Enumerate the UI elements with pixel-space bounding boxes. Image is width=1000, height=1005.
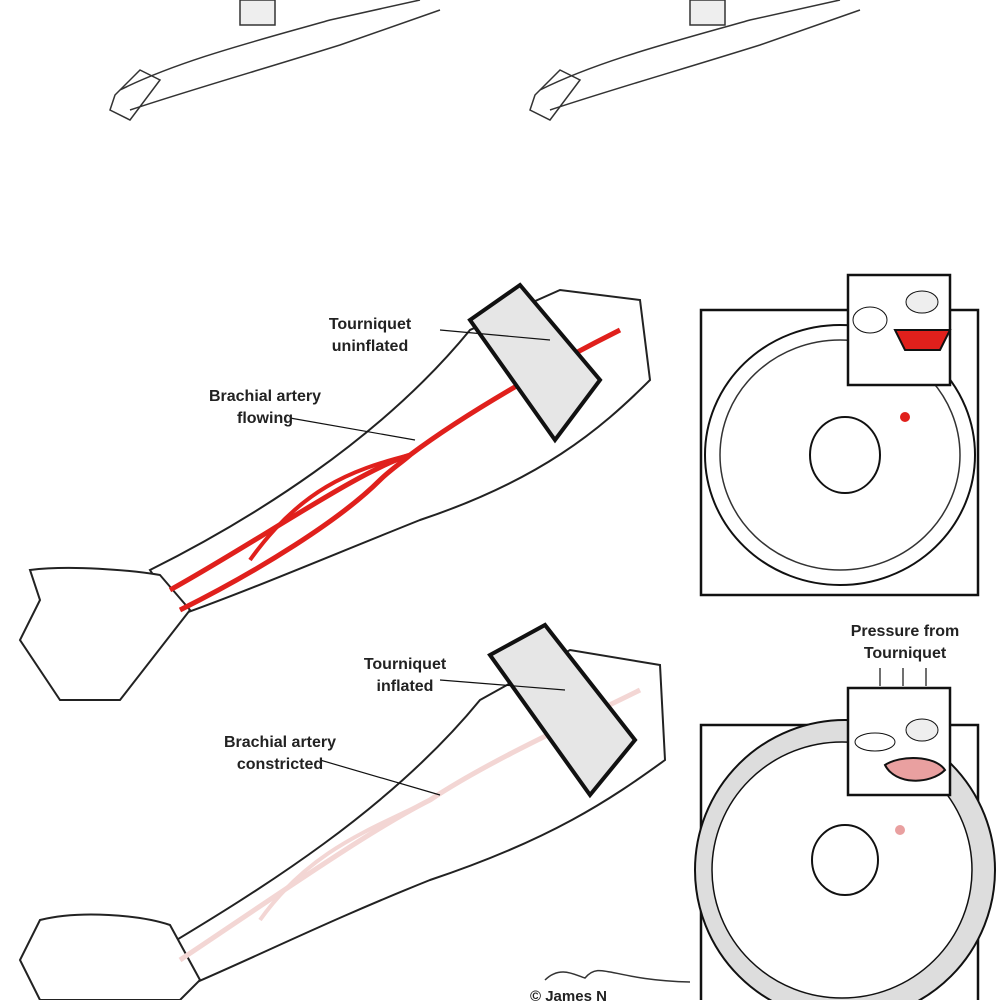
label-line: Brachial artery	[208, 388, 322, 405]
tourniquet-uninflated	[467, 282, 603, 444]
copyright-credit: © James N	[530, 988, 607, 1005]
lower-arm-panel	[18, 622, 667, 1000]
cross-section-constricted	[694, 668, 996, 1000]
upper-arm-panel	[18, 282, 652, 701]
label-tourniquet-inflated: Tourniquet inflated	[335, 654, 475, 698]
artist-signature	[544, 969, 691, 983]
label-line: uninflated	[331, 338, 409, 355]
label-line: Brachial artery	[223, 734, 337, 751]
top-arms-partial	[109, 0, 861, 121]
label-tourniquet-uninflated: Tourniquet uninflated	[300, 314, 440, 358]
label-artery-flowing: Brachial artery flowing	[185, 386, 345, 430]
pressure-arrows	[879, 668, 927, 686]
label-line: Tourniquet	[363, 656, 447, 673]
label-line: Pressure from	[850, 623, 960, 640]
label-line: Tourniquet	[863, 645, 947, 662]
cross-section-flowing	[699, 273, 980, 597]
tourniquet-inflated	[487, 622, 638, 799]
label-line: inflated	[376, 678, 434, 695]
hand-open	[18, 566, 192, 701]
label-line: flowing	[237, 410, 293, 427]
label-artery-constricted: Brachial artery constricted	[195, 732, 365, 776]
label-pressure: Pressure from Tourniquet	[825, 621, 985, 665]
label-line: Tourniquet	[328, 316, 412, 333]
label-line: constricted	[236, 756, 324, 773]
